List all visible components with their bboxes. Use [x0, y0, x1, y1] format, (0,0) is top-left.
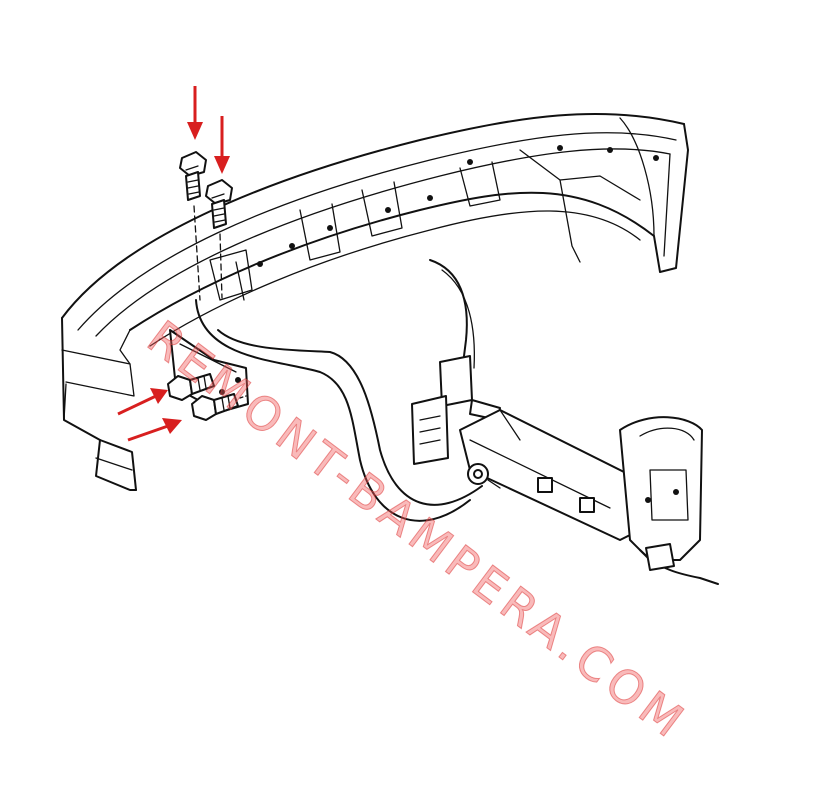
diagram-drawing [61, 86, 719, 585]
bumper-cover [61, 112, 689, 491]
callout-arrow-lower-2 [127, 418, 182, 442]
upper-bolt-1 [179, 151, 207, 301]
lower-bolt-1 [167, 373, 215, 401]
wiring-harness [195, 259, 483, 522]
upper-bolt-2 [205, 179, 233, 299]
lower-bolt-2 [191, 393, 247, 421]
callout-arrow-upper-1 [187, 86, 203, 140]
callout-arrow-lower-1 [117, 388, 168, 416]
frame-horn-bracket [619, 416, 719, 585]
bumper-diagram: REMONT-BAMPERA.COM [61, 86, 719, 751]
callout-arrow-upper-2 [214, 116, 230, 174]
